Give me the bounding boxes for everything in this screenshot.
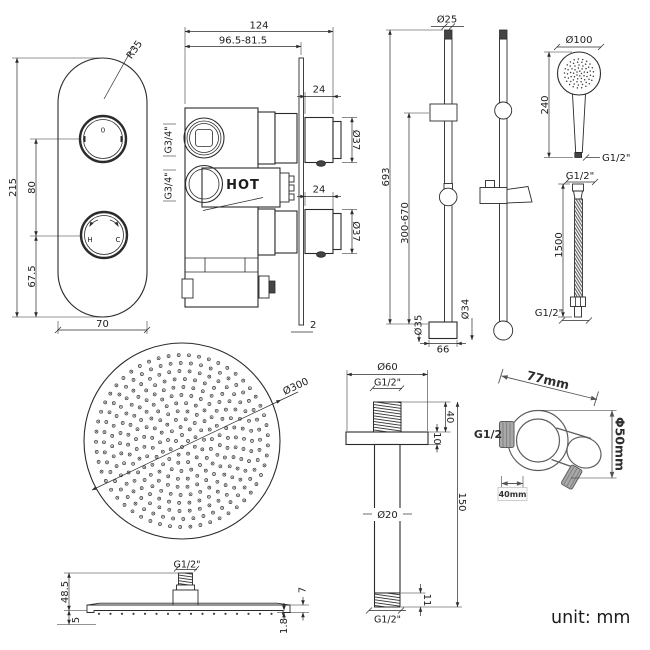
head-connector-label: G1/2"	[173, 560, 200, 571]
dim-valve-depth-range: 96.5-81.5	[219, 36, 267, 47]
inlet-port-bottom	[184, 164, 224, 204]
dim-flange-thickness: 10	[431, 432, 442, 445]
hand-shower-nozzles	[563, 58, 595, 89]
dim-plate-thickness: 2	[310, 320, 316, 331]
dim-arm-bottom-thread: 11	[421, 594, 432, 607]
wall-outlet-drawing: 77mm G1/2 Φ50mm 40mm	[474, 368, 628, 501]
rain-head-side-nozzles	[97, 612, 285, 615]
dim-sheet-thickness: 1.8	[279, 618, 290, 634]
knob-zero-mark: 0	[101, 127, 105, 135]
trim-plate-drawing: 0 H C 215 80 67.5 70 R35	[8, 39, 151, 334]
outlet-nozzle	[561, 464, 583, 490]
dim-corner-radius: R35	[125, 39, 145, 61]
dim-outlet-width: 77mm	[525, 368, 571, 393]
dim-knob-bottom-offset: 67.5	[27, 265, 38, 287]
slide-rail-front-drawing: Ø25 693 300-670 Ø35 Ø34 66	[381, 14, 474, 356]
dim-hose-length: 1500	[554, 232, 565, 257]
ceiling-arm-drawing: Ø60 G1/2" 40 10 150 Ø20 11 G1/2"	[345, 361, 467, 626]
dim-outlet-dia: Φ50mm	[613, 417, 628, 471]
knob-hot-mark: H	[87, 236, 92, 244]
hose-top-connector-label: G1/2"	[566, 171, 594, 182]
dim-hand-shower-length: 240	[540, 95, 551, 114]
dim-head-height: 48.5	[60, 581, 71, 603]
dim-handle-len-top: 24	[313, 85, 326, 96]
unit-note: unit: mm	[551, 608, 630, 628]
dim-rail-tube-dia: Ø25	[437, 14, 458, 26]
outlet-body	[566, 436, 602, 469]
valve-handle-bottom	[304, 208, 342, 258]
dim-rain-head-dia: Ø300	[281, 375, 311, 397]
dim-arm-thread-len: 40	[444, 411, 455, 424]
dim-flange-dia: Ø60	[377, 361, 398, 373]
arm-bottom-connector-label: G1/2"	[374, 615, 401, 626]
dim-bracket-dia: Ø34	[460, 299, 472, 320]
dim-rail-adjust-range: 300-670	[400, 202, 411, 244]
rain-head-nozzles	[94, 353, 270, 529]
dim-base-width: 66	[437, 345, 450, 356]
arm-top-connector-label: G1/2"	[374, 378, 401, 389]
inlet-thread-top-label: G3/4"	[164, 126, 175, 153]
hand-shower-connector-label: G1/2"	[602, 153, 630, 164]
dim-pipe-dia: Ø20	[377, 509, 398, 521]
dim-plate-width: 70	[96, 319, 109, 330]
slide-rail-side-drawing	[479, 29, 533, 341]
dim-arm-length: 150	[456, 492, 467, 511]
rain-head-top-view-drawing: Ø300	[83, 342, 311, 540]
valve-body-drawing: HOT G3/4" G3/4" 2	[163, 21, 362, 333]
inlet-thread-bottom-label: G3/4"	[164, 172, 175, 199]
dim-handle-dia-top: Ø37	[350, 130, 362, 151]
hot-port-label: HOT	[226, 178, 260, 193]
rain-head-side-view-drawing: G1/2" 48.5 5 7 1.8	[57, 560, 309, 634]
outlet-connector-label: G1/2	[474, 428, 502, 441]
dim-base-dia: Ø35	[413, 315, 425, 336]
dim-edge-height: 7	[298, 587, 309, 593]
dim-hand-head-dia: Ø100	[566, 34, 593, 46]
dim-rail-height: 693	[381, 167, 392, 186]
hand-shower-drawing: Ø100 240 G1/2"	[540, 34, 630, 164]
shower-hose-drawing: G1/2" 1500 G1/2"	[535, 171, 599, 324]
dim-handle-len-bottom: 24	[313, 185, 326, 196]
valve-handle-top	[304, 116, 342, 167]
hose-bottom-connector-label: G1/2"	[535, 308, 563, 319]
dim-handle-dia-bottom: Ø37	[350, 221, 362, 242]
knob-cold-mark: C	[116, 236, 121, 244]
dim-nozzle-depth: 5	[71, 617, 82, 623]
inlet-port-top	[183, 117, 225, 159]
flow-knob: H C	[79, 210, 129, 260]
dim-valve-width: 124	[249, 21, 268, 32]
dim-knob-spacing: 80	[27, 181, 38, 194]
dim-outlet-depth: 40mm	[499, 490, 527, 499]
dim-plate-height: 215	[8, 178, 19, 197]
